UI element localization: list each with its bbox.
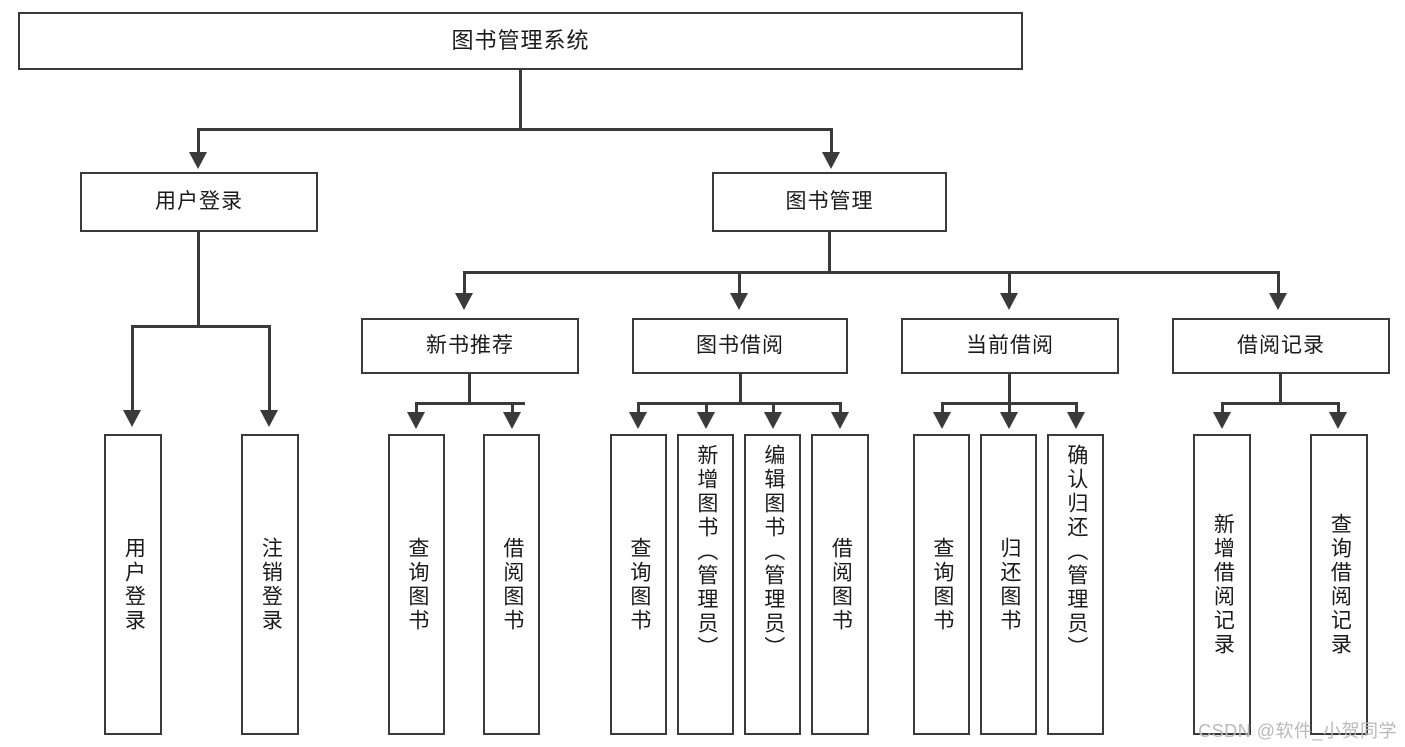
leaf-query-borrow-record[interactable]: 查询借阅记录	[1310, 434, 1368, 735]
connector-nbr-drop-2	[511, 402, 514, 414]
connector-br-drop-1	[1221, 402, 1224, 414]
leaf-add-book-admin[interactable]: 新增图书（管理员）	[677, 434, 734, 735]
connector-bm-drop-1	[463, 271, 466, 296]
arrow-to-borrow-record	[1269, 293, 1287, 310]
leaf-add-borrow-record[interactable]: 新增借阅记录	[1193, 434, 1251, 735]
connector-bm-drop-4	[1277, 271, 1280, 296]
connector-nbr-stem	[468, 374, 471, 405]
node-label: 用户登录	[155, 189, 243, 213]
leaf-return-book[interactable]: 归还图书	[980, 434, 1037, 735]
connector-root-stem	[519, 70, 522, 130]
connector-bb-drop-2	[705, 402, 708, 414]
arrow-to-leaf-query-record	[1329, 412, 1347, 429]
arrow-to-leaf-return-book	[1000, 412, 1018, 429]
arrow-to-new-book-recommend	[455, 293, 473, 310]
arrow-to-book-borrow	[730, 293, 748, 310]
arrow-to-current-borrow	[1000, 293, 1018, 310]
arrow-to-leaf-logout	[260, 410, 278, 427]
node-label: 查询图书	[405, 536, 429, 633]
node-label: 借阅图书	[500, 536, 524, 633]
connector-root-bus	[197, 128, 833, 131]
connector-bb-bus	[637, 402, 841, 405]
leaf-query-book-borrow[interactable]: 查询图书	[610, 434, 667, 735]
connector-br-bus	[1221, 402, 1339, 405]
leaf-borrow-book[interactable]: 借阅图书	[811, 434, 869, 735]
node-book-management-system[interactable]: 图书管理系统	[18, 12, 1023, 70]
node-label: 查询借阅记录	[1328, 512, 1352, 657]
leaf-borrow-book-recommend[interactable]: 借阅图书	[483, 434, 540, 735]
arrow-to-leaf-query-book-bb	[629, 412, 647, 429]
node-label: 注销登录	[259, 536, 283, 633]
arrow-to-leaf-edit-book	[764, 412, 782, 429]
leaf-logout[interactable]: 注销登录	[241, 434, 299, 735]
leaf-edit-book-admin[interactable]: 编辑图书（管理员）	[744, 434, 801, 735]
connector-nbr-bus	[415, 402, 525, 405]
connector-bb-drop-1	[637, 402, 640, 414]
node-label: 新书推荐	[426, 333, 514, 357]
connector-bb-drop-3	[772, 402, 775, 414]
arrow-to-leaf-user-login	[123, 410, 141, 427]
leaf-user-login[interactable]: 用户登录	[104, 434, 162, 735]
node-label: 归还图书	[997, 536, 1021, 633]
node-label: 借阅记录	[1237, 333, 1325, 357]
connector-root-to-user-login	[197, 128, 200, 156]
node-borrow-record[interactable]: 借阅记录	[1172, 318, 1390, 374]
node-book-borrow[interactable]: 图书借阅	[632, 318, 848, 374]
arrow-root-to-book-management	[822, 152, 840, 169]
node-current-borrow[interactable]: 当前借阅	[901, 318, 1119, 374]
arrow-to-leaf-confirm-return	[1067, 412, 1085, 429]
arrow-to-leaf-query-book-nbr	[407, 412, 425, 429]
node-label: 查询图书	[627, 536, 651, 633]
connector-bm-drop-2	[738, 271, 741, 296]
node-label: 图书管理	[785, 189, 874, 213]
node-label: 编辑图书（管理员）	[761, 444, 785, 660]
arrow-to-leaf-add-record	[1213, 412, 1231, 429]
arrow-to-leaf-borrow-book-nbr	[503, 412, 521, 429]
connector-book-management-stem	[828, 232, 831, 274]
connector-bm-drop-3	[1008, 271, 1011, 296]
leaf-confirm-return-admin[interactable]: 确认归还（管理员）	[1047, 434, 1104, 735]
node-new-book-recommend[interactable]: 新书推荐	[361, 318, 579, 374]
node-label: 图书借阅	[696, 333, 784, 357]
node-label: 借阅图书	[829, 536, 853, 633]
connector-book-management-bus	[463, 271, 1280, 274]
connector-cb-drop-1	[941, 402, 944, 414]
connector-cb-drop-3	[1075, 402, 1078, 414]
arrow-to-leaf-borrow-book-bb	[831, 412, 849, 429]
arrow-to-leaf-add-book	[697, 412, 715, 429]
connector-user-login-drop-1	[131, 325, 134, 413]
connector-br-drop-2	[1337, 402, 1340, 414]
node-label: 图书管理系统	[451, 28, 590, 54]
connector-cb-stem	[1008, 374, 1011, 405]
leaf-query-book-current[interactable]: 查询图书	[913, 434, 970, 735]
connector-user-login-stem	[197, 232, 200, 328]
node-label: 确认归还（管理员）	[1064, 444, 1088, 660]
connector-user-login-drop-2	[268, 325, 271, 413]
leaf-query-book-recommend[interactable]: 查询图书	[388, 434, 445, 735]
node-label: 新增图书（管理员）	[694, 444, 718, 660]
node-label: 新增借阅记录	[1211, 512, 1235, 657]
connector-cb-drop-2	[1008, 402, 1011, 414]
node-book-management[interactable]: 图书管理	[712, 172, 947, 232]
node-label: 查询图书	[930, 536, 954, 633]
connector-bb-stem	[739, 374, 742, 405]
connector-bb-drop-4	[839, 402, 842, 414]
arrow-root-to-user-login	[189, 152, 207, 169]
connector-br-stem	[1279, 374, 1282, 405]
node-label: 当前借阅	[966, 333, 1054, 357]
node-user-login[interactable]: 用户登录	[80, 172, 318, 232]
connector-nbr-drop-1	[415, 402, 418, 414]
connector-root-to-book-management	[830, 128, 833, 156]
node-label: 用户登录	[122, 536, 146, 633]
arrow-to-leaf-query-book-cb	[933, 412, 951, 429]
connector-user-login-bus	[131, 325, 271, 328]
